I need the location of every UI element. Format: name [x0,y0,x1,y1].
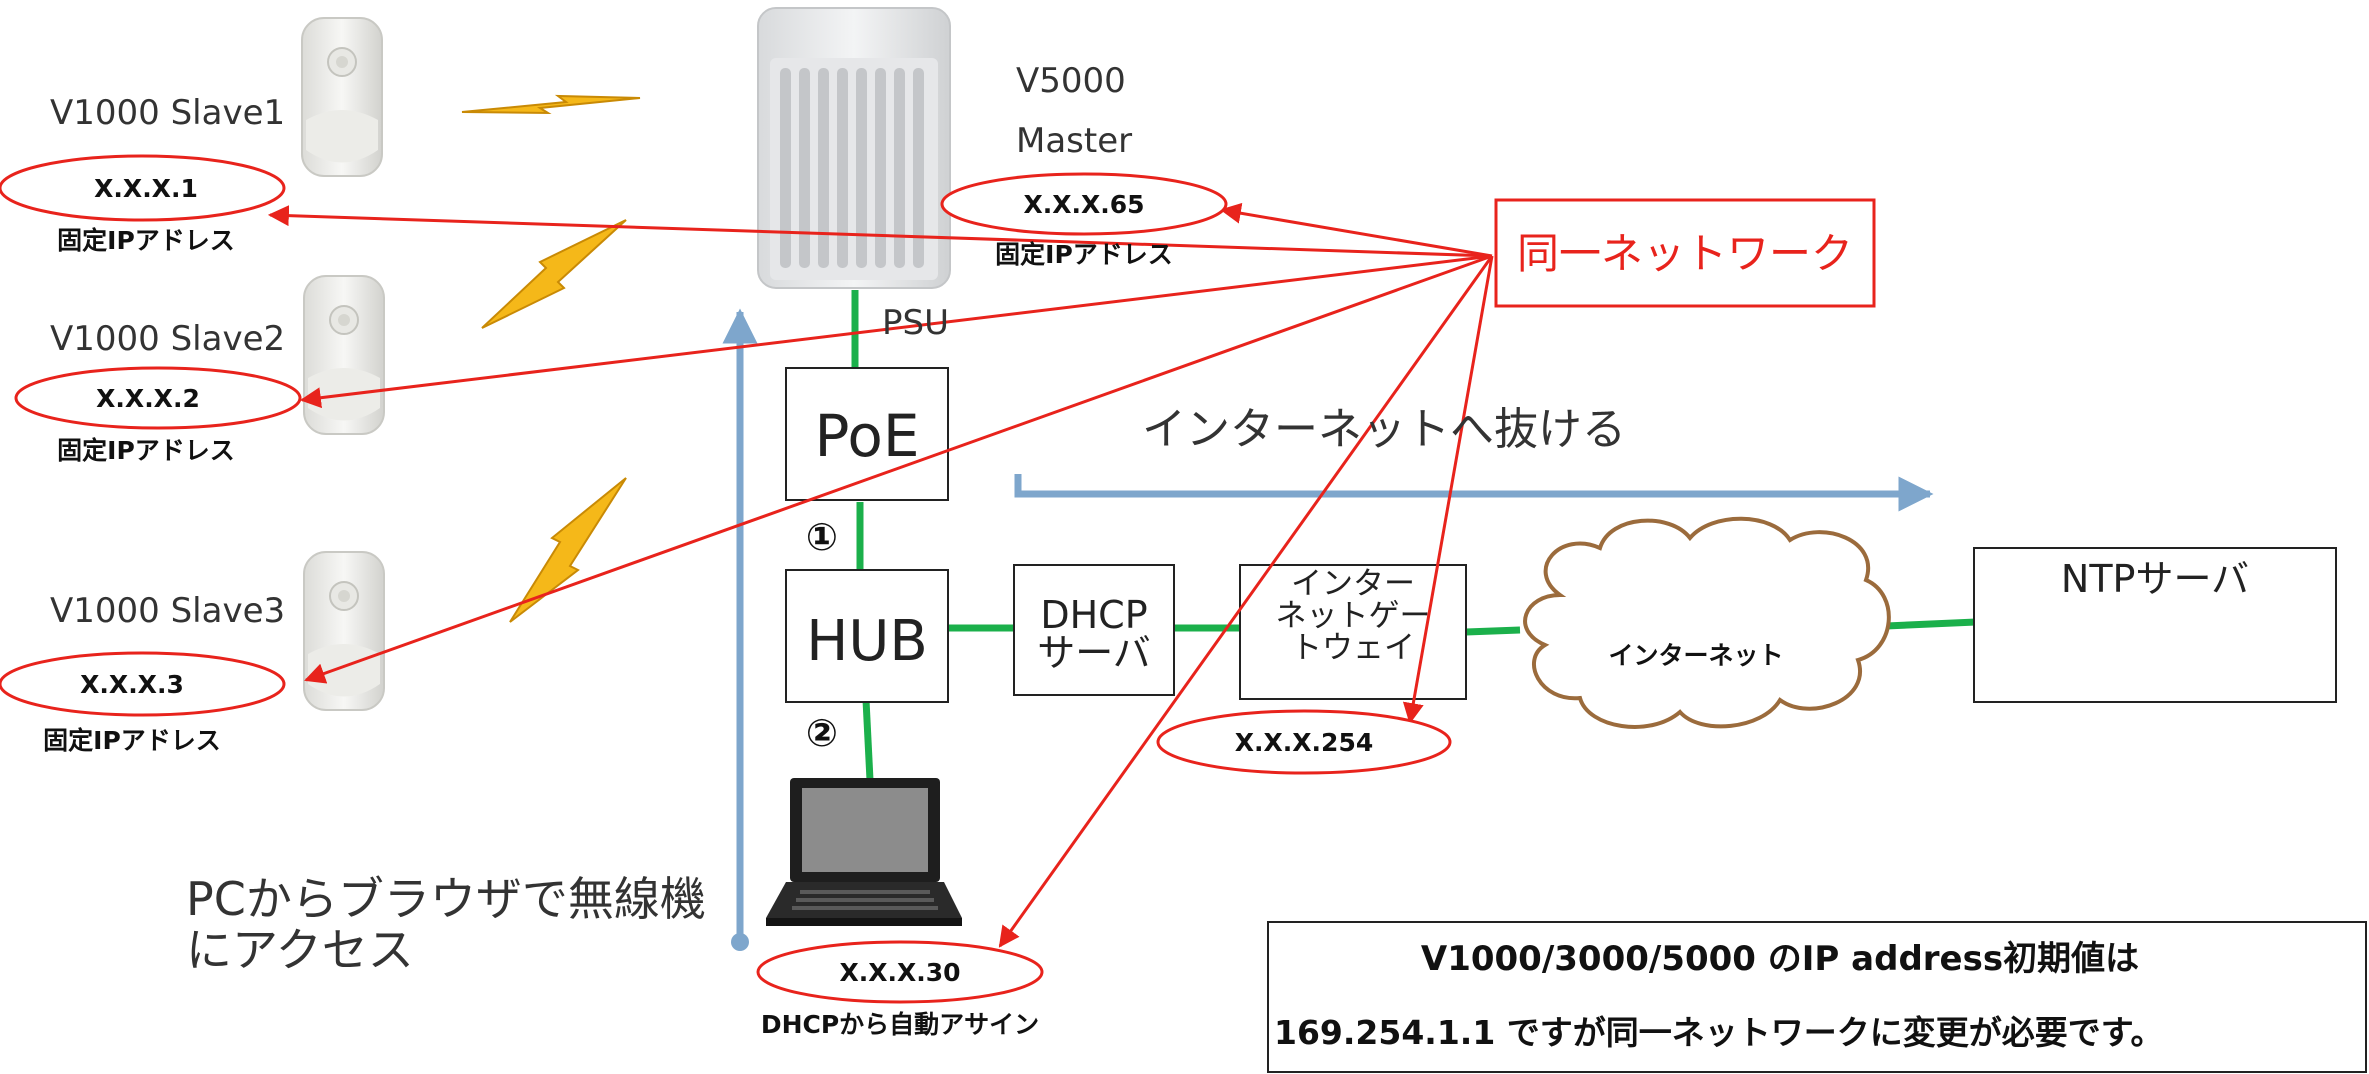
master-caption: 固定IPアドレス [995,240,1173,269]
ntp-server-box [1973,547,2337,703]
ntp-server-label: NTPサーバ [2061,557,2249,601]
slave1-ip-ellipse [0,154,286,222]
slave1-caption: 固定IPアドレス [57,226,235,255]
laptop-pc-image [766,778,962,926]
hub-label: HUB [806,609,928,674]
master-role: Master [1016,121,1132,161]
internet-route-label: インターネットへ抜ける [1142,404,1626,455]
internet-label: インターネット [1608,641,1783,670]
dhcp-server-box [1013,564,1175,696]
master-model: V5000 [1016,61,1126,101]
wireless-bolt-icon-3 [509,477,627,623]
gateway-label-line1: インター [1291,566,1415,602]
ip-note-line1: V1000/3000/5000 のIP address初期値は [1421,939,2139,979]
slave3-name: V1000 Slave3 [50,591,285,631]
internet-cloud-icon: インターネット [1523,516,1891,729]
ip-note-line2: 169.254.1.1 ですが同一ネットワークに変更が必要です。 [1274,1013,2164,1052]
slave1-device-image [301,17,383,177]
pc-ip-caption: DHCPから自動アサイン [761,1010,1039,1039]
slave2-caption: 固定IPアドレス [57,436,235,465]
browser-access-line1: PCからブラウザで無線機 [186,872,706,926]
same-network-label: 同一ネットワーク [1517,229,1853,278]
slave3-ip-ellipse [0,651,286,717]
gateway-label-line3: トウェイ [1291,630,1415,666]
slave2-device-image [303,275,385,435]
slave2-ip-ellipse [14,366,302,430]
network-cables [851,290,1977,781]
same-network-box [1494,198,1876,308]
gateway-label-line2: ネットゲー [1276,598,1431,634]
port2-label: ② [806,711,838,755]
slave2-name: V1000 Slave2 [50,319,285,359]
psu-label: PSU [882,303,949,343]
slave3-caption: 固定IPアドレス [43,726,221,755]
slave2-ip: X.X.X.2 [96,384,200,413]
poe-label: PoE [814,402,919,470]
pc-ip: X.X.X.30 [839,958,960,987]
pc-ip-ellipse [756,940,1044,1004]
same-network-arrows [267,202,1494,948]
ip-note-box [1267,921,2367,1073]
master-ip: X.X.X.65 [1023,190,1144,219]
wireless-bolt-icon-2 [481,219,627,329]
dhcp-label-line1: DHCP [1040,593,1147,637]
port1-label: ① [806,515,838,559]
internet-gateway-box [1239,564,1467,700]
master-device-image [757,7,951,289]
browser-access-line2: にアクセス [186,923,414,977]
slave1-ip: X.X.X.1 [94,174,198,203]
gateway-ip-ellipse [1156,709,1452,775]
browser-access-arrow-origin [731,933,749,951]
slave3-ip: X.X.X.3 [80,670,184,699]
slave3-device-image [303,551,385,711]
internet-route-arrow [1014,474,1934,512]
gateway-ip: X.X.X.254 [1235,728,1374,757]
slave1-name: V1000 Slave1 [50,93,285,133]
master-ip-ellipse [940,172,1228,236]
hub-box [785,569,949,703]
wireless-bolt-icon-1 [461,94,641,115]
dhcp-label-line2: サーバ [1037,631,1151,675]
